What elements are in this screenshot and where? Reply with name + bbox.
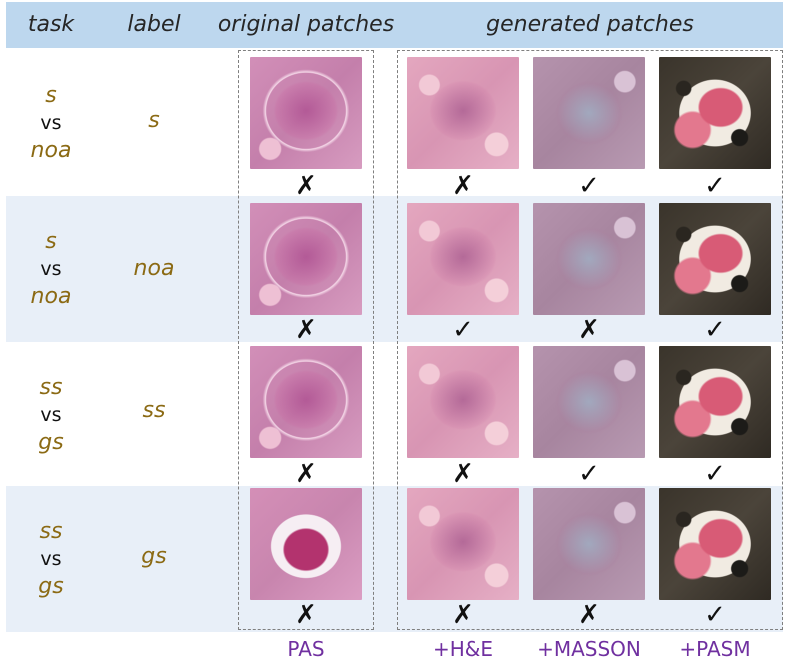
original-mark: ✗ xyxy=(295,171,317,201)
generated-he-patch xyxy=(407,488,519,600)
original-mark: ✗ xyxy=(295,459,317,489)
label-cell: noa xyxy=(133,256,175,281)
generated-pasm-patch xyxy=(659,488,771,600)
stain-label-masson: +MASSON xyxy=(537,637,641,661)
task-class-b: gs xyxy=(38,430,64,455)
pasm-mark: ✓ xyxy=(704,171,726,201)
label-cell: ss xyxy=(142,398,166,423)
masson-mark: ✗ xyxy=(578,600,600,630)
he-mark: ✗ xyxy=(452,459,474,489)
original-patch xyxy=(250,488,362,600)
original-patch xyxy=(250,346,362,458)
he-mark: ✗ xyxy=(452,171,474,201)
task-class-a: s xyxy=(45,83,57,108)
task-cell: s vs noa xyxy=(6,198,96,340)
original-patch xyxy=(250,57,362,169)
task-class-b: noa xyxy=(30,138,72,163)
generated-pasm-patch xyxy=(659,57,771,169)
original-group-box xyxy=(238,50,374,630)
masson-mark: ✗ xyxy=(578,315,600,345)
stain-label-pas: PAS xyxy=(287,637,325,661)
original-mark: ✗ xyxy=(295,600,317,630)
masson-mark: ✓ xyxy=(578,459,600,489)
task-vs: vs xyxy=(40,404,62,426)
generated-group-box xyxy=(397,50,783,630)
original-patch xyxy=(250,203,362,315)
header-bar xyxy=(6,2,783,48)
masson-mark: ✓ xyxy=(578,171,600,201)
stain-label-pasm: +PASM xyxy=(679,637,751,661)
original-mark: ✗ xyxy=(295,315,317,345)
stain-label-he: +H&E xyxy=(432,637,494,661)
task-class-a: ss xyxy=(39,375,63,400)
task-class-b: gs xyxy=(38,574,64,599)
generated-masson-patch xyxy=(533,488,645,600)
he-mark: ✗ xyxy=(452,600,474,630)
row-band-4 xyxy=(6,486,783,632)
pasm-mark: ✓ xyxy=(704,600,726,630)
task-vs: vs xyxy=(40,548,62,570)
task-vs: vs xyxy=(40,258,62,280)
header-task: task xyxy=(27,12,75,37)
generated-he-patch xyxy=(407,57,519,169)
header-generated-patches: generated patches xyxy=(486,12,694,37)
generated-pasm-patch xyxy=(659,346,771,458)
generated-masson-patch xyxy=(533,346,645,458)
task-class-a: s xyxy=(45,229,57,254)
task-class-a: ss xyxy=(39,519,63,544)
generated-pasm-patch xyxy=(659,203,771,315)
task-vs: vs xyxy=(40,112,62,134)
pasm-mark: ✓ xyxy=(704,315,726,345)
generated-masson-patch xyxy=(533,57,645,169)
task-cell: s vs noa xyxy=(6,52,96,194)
label-cell: s xyxy=(148,108,160,133)
row-band-2 xyxy=(6,196,783,342)
he-mark: ✓ xyxy=(452,315,474,345)
pasm-mark: ✓ xyxy=(704,459,726,489)
generated-masson-patch xyxy=(533,203,645,315)
header-label: label xyxy=(127,12,181,37)
task-cell: ss vs gs xyxy=(6,344,96,486)
generated-he-patch xyxy=(407,203,519,315)
label-cell: gs xyxy=(141,544,167,569)
task-class-b: noa xyxy=(30,284,72,309)
generated-he-patch xyxy=(407,346,519,458)
task-cell: ss vs gs xyxy=(6,488,96,630)
header-original-patches: original patches xyxy=(217,12,395,37)
